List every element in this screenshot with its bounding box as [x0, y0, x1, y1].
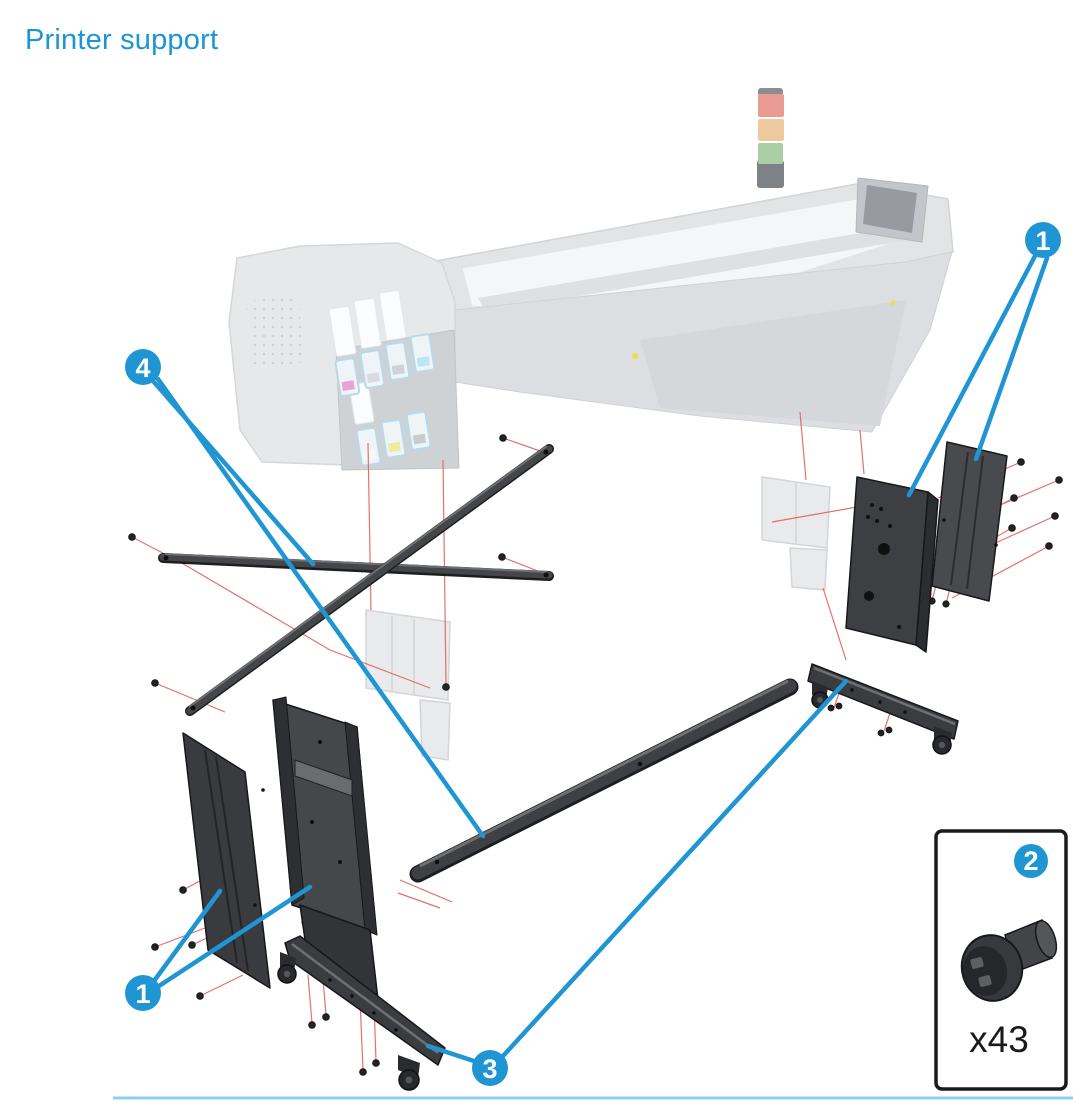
indicator-dot: [632, 353, 638, 359]
screw: [885, 726, 893, 734]
screw: [372, 1059, 380, 1067]
screw: [196, 992, 204, 1000]
right-attach-bracket: [761, 476, 831, 591]
front-panel-screen: [863, 185, 917, 233]
center-attach-bracket: [365, 609, 451, 761]
callout-3-bottom: 3: [472, 1050, 508, 1086]
callout-1-bottom-left-label: 1: [135, 979, 150, 1009]
screw: [1045, 542, 1053, 550]
screw: [188, 941, 196, 949]
indicator-dot: [890, 300, 896, 306]
screws: [128, 434, 1063, 1076]
screw: [499, 434, 507, 442]
callout-3-bottom-label: 3: [482, 1054, 497, 1084]
screw: [151, 943, 159, 951]
screw: [442, 683, 450, 691]
quantity-label: x43: [969, 1019, 1029, 1060]
screw: [835, 702, 843, 710]
left-leg-channel: [272, 696, 379, 1001]
caster-wheel: [277, 952, 297, 984]
screw: [1010, 494, 1018, 502]
callouts: 1 4 1 3: [125, 222, 1061, 1086]
right-leg-panel: [845, 476, 939, 653]
screw: [1017, 458, 1025, 466]
screw: [498, 553, 506, 561]
screw: [308, 1021, 316, 1029]
screw: [322, 1013, 330, 1021]
caster-wheel: [932, 726, 952, 755]
screw: [942, 600, 950, 608]
caster-wheel: [398, 1055, 420, 1091]
printer-base: [640, 300, 906, 426]
screw: [128, 533, 136, 541]
callout-4-left-label: 4: [135, 353, 150, 383]
callout-1-top-right: 1: [1025, 222, 1061, 258]
right-cover-panel: [931, 441, 1008, 602]
printer-platen-strip: [478, 226, 908, 312]
cross-brace: [158, 444, 554, 716]
screw: [179, 886, 187, 894]
screw: [151, 679, 159, 687]
screw: [877, 729, 885, 737]
ink-cartridges: [328, 289, 436, 467]
callout-leader-lines: [151, 253, 1050, 1064]
callout-1-bottom-left: 1: [125, 975, 161, 1011]
status-beacon-icon: [757, 88, 784, 188]
callout-2-detail: 2: [1014, 844, 1048, 878]
screw-illustration: [960, 918, 1058, 1002]
callout-4-left: 4: [125, 349, 161, 385]
ghost-brackets: [365, 476, 831, 761]
callout-2-detail-label: 2: [1023, 846, 1038, 876]
screw: [1008, 524, 1016, 532]
cartridge-row-top: [334, 333, 436, 398]
screw: [827, 704, 835, 712]
caster-wheel: [811, 681, 829, 709]
left-foot: [277, 935, 446, 1091]
callout-1-top-right-label: 1: [1035, 226, 1050, 256]
page-title: Printer support: [25, 24, 219, 56]
cartridge-backs: [328, 289, 407, 425]
screw: [1051, 512, 1059, 520]
screw: [359, 1068, 367, 1076]
screw: [1055, 476, 1063, 484]
speaker-grill: [246, 294, 304, 370]
screw-detail-box: 2 x43: [934, 829, 1068, 1091]
support-beam: [409, 678, 799, 883]
cartridge-row-bottom: [355, 410, 432, 467]
left-cover-panel: [182, 732, 271, 989]
stand-parts: [158, 441, 1008, 1091]
ghost-printer: [228, 88, 954, 471]
